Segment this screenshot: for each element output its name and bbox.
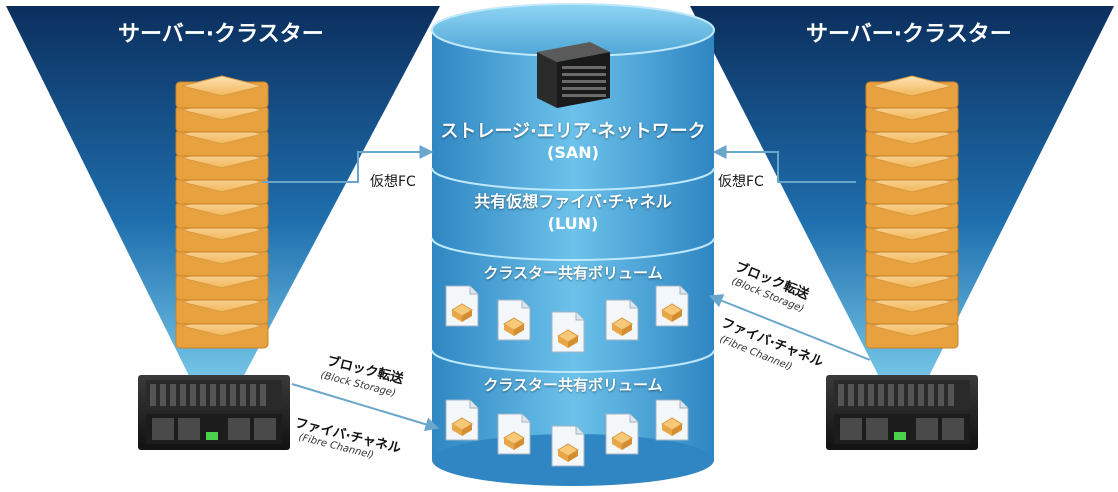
volume-file-icon [551, 311, 585, 353]
volume-file-icon [551, 425, 585, 467]
right-vfc-connector [712, 145, 856, 183]
csv-lower-title: クラスター共有ボリューム [483, 376, 663, 394]
volume-file-icon [605, 413, 639, 455]
volume-file-icon [445, 399, 479, 441]
san-title: ストレージ·エリア·ネットワーク [440, 121, 706, 142]
left-vfc-label: 仮想FC [370, 174, 416, 190]
volume-file-icon [605, 299, 639, 341]
volume-icons-lower [445, 399, 689, 467]
csv-upper-title: クラスター共有ボリューム [483, 264, 663, 282]
san-abbr: (SAN) [547, 143, 599, 162]
volume-file-icon [655, 399, 689, 441]
volume-icons-upper [445, 285, 689, 353]
left-cluster-title: サーバー·クラスター [118, 22, 324, 47]
volume-file-icon [655, 285, 689, 327]
right-fibre-link [708, 294, 871, 361]
right-vfc-label: 仮想FC [718, 174, 764, 190]
left-server-stack [175, 75, 269, 349]
server-unit [865, 75, 959, 109]
volume-file-icon [497, 413, 531, 455]
lun-title: 共有仮想ファイバ·チャネル [474, 192, 672, 211]
left-blade-chassis [138, 375, 290, 450]
right-cluster-title: サーバー·クラスター [806, 22, 1012, 47]
volume-file-icon [445, 285, 479, 327]
left-fibre-link [291, 383, 440, 432]
server-unit [175, 75, 269, 109]
lun-abbr: (LUN) [547, 214, 599, 233]
volume-file-icon [497, 299, 531, 341]
right-blade-chassis [826, 375, 978, 450]
right-server-stack [865, 75, 959, 349]
san-rack-icon [537, 42, 610, 108]
left-vfc-connector [262, 145, 434, 183]
